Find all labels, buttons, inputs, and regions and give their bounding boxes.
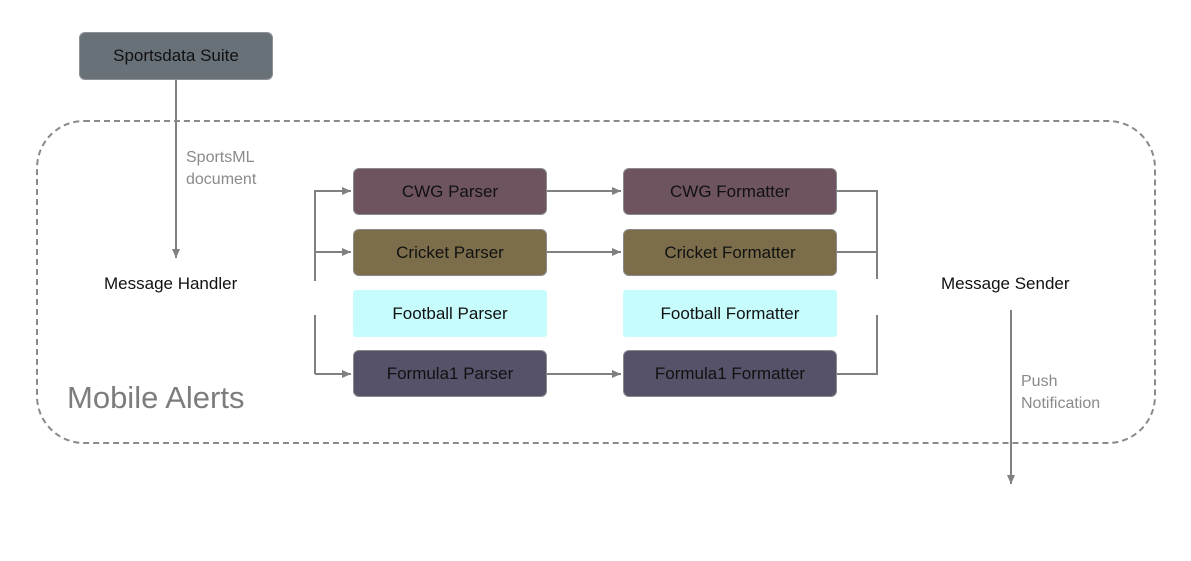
input-label: SportsML document [186, 147, 256, 191]
formula1-parser-node[interactable]: Formula1 Parser [353, 350, 547, 397]
sportsdata-suite-node[interactable]: Sportsdata Suite [79, 32, 273, 80]
football-formatter-node[interactable]: Football Formatter [623, 290, 837, 337]
output-label-line-2: Notification [1021, 395, 1101, 412]
mobile-alerts-boundary [36, 120, 1156, 444]
cwg-formatter-node[interactable]: CWG Formatter [623, 168, 837, 215]
message-sender-node[interactable]: Message Sender [941, 274, 1070, 293]
input-label-line-1: SportsML [186, 149, 255, 166]
output-label-line-1: Push [1021, 373, 1058, 390]
football-parser-node[interactable]: Football Parser [353, 290, 547, 337]
output-label: Push Notification [1021, 371, 1100, 415]
cricket-parser-node[interactable]: Cricket Parser [353, 229, 547, 276]
message-handler-node[interactable]: Message Handler [104, 274, 238, 293]
formula1-formatter-node[interactable]: Formula1 Formatter [623, 350, 837, 397]
cricket-formatter-node[interactable]: Cricket Formatter [623, 229, 837, 276]
input-label-line-2: document [186, 171, 257, 188]
group-label: Mobile Alerts [67, 380, 245, 415]
cwg-parser-node[interactable]: CWG Parser [353, 168, 547, 215]
